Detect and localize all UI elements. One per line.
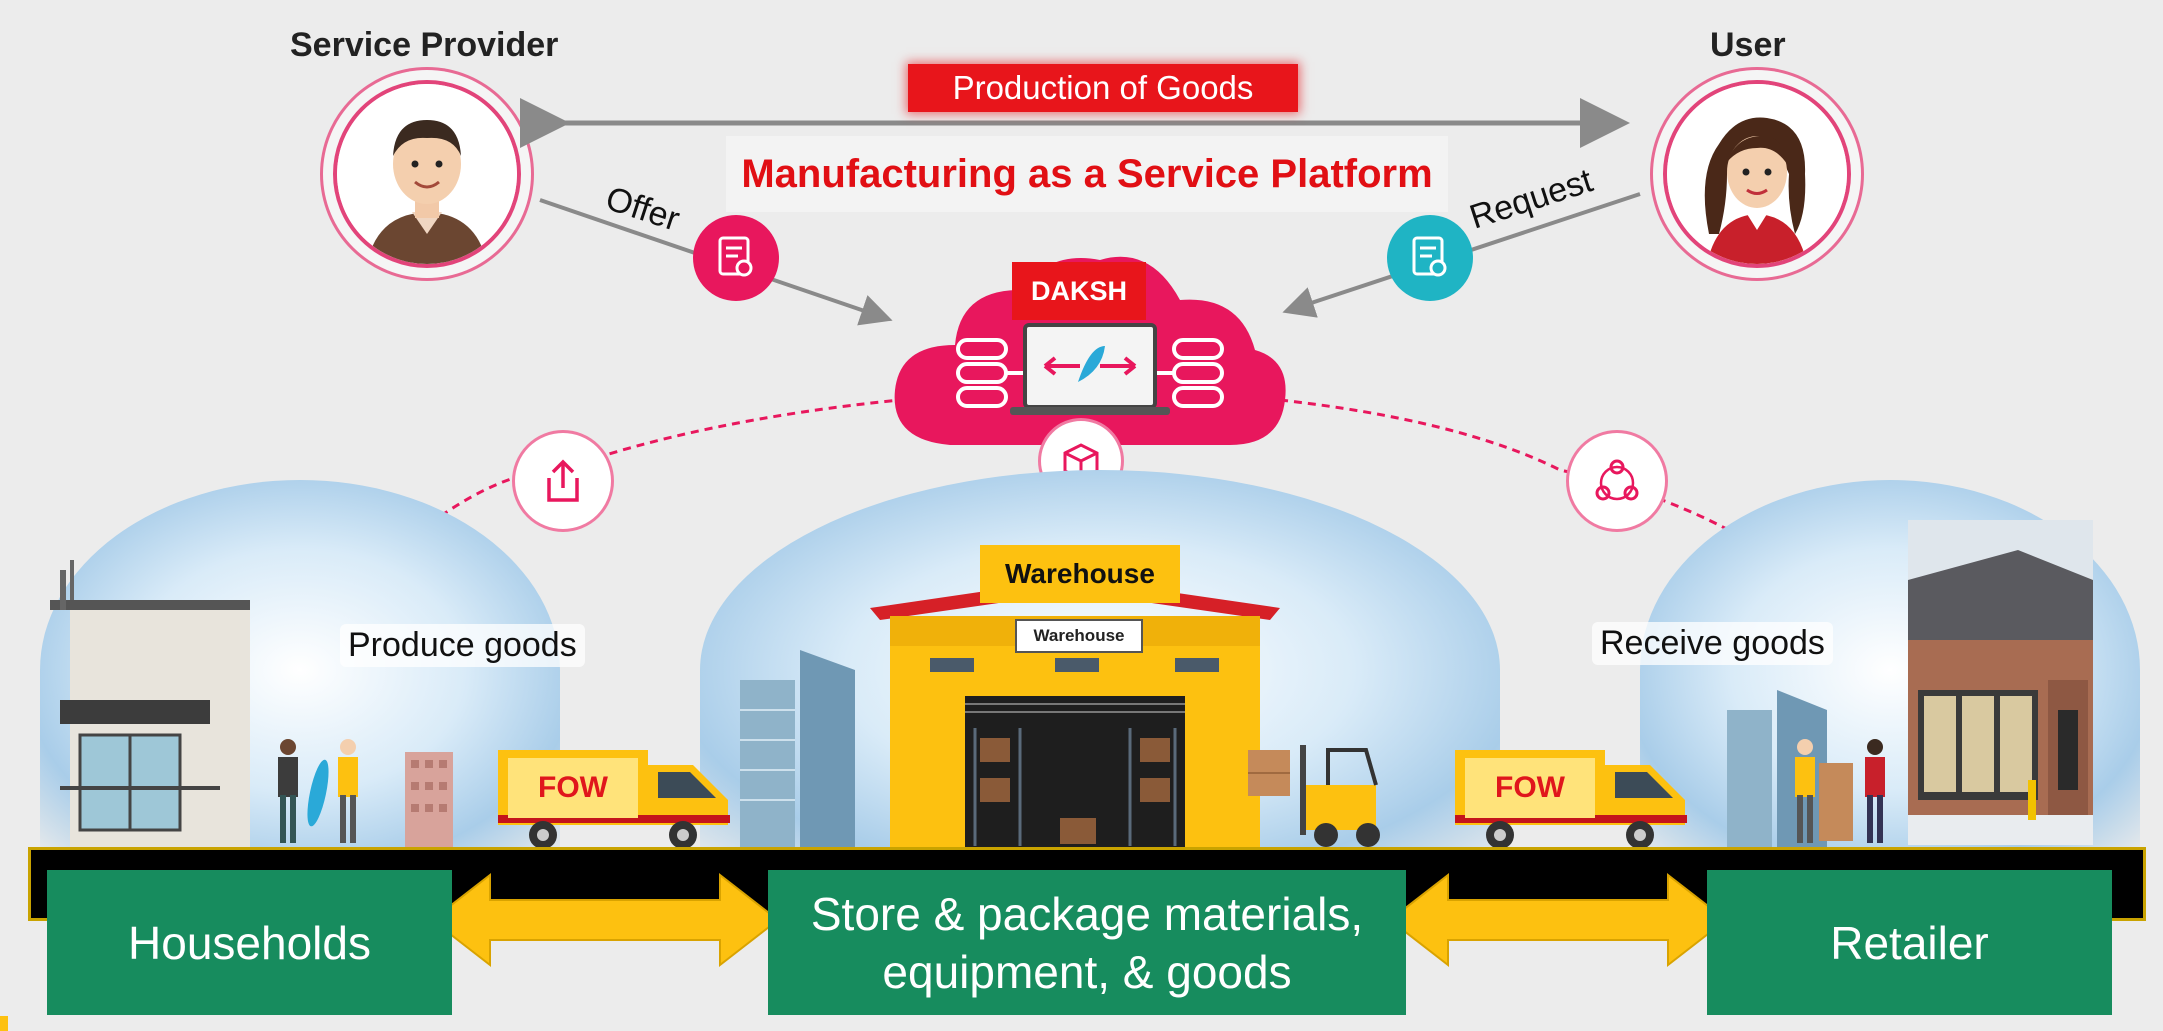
produce-goods-label: Produce goods <box>340 624 585 667</box>
corner-accent <box>0 1016 8 1031</box>
warehouse-sign: Warehouse <box>1015 619 1143 653</box>
upload-icon <box>512 430 614 532</box>
retail-storefront-photo <box>1908 520 2093 845</box>
service-provider-avatar <box>333 80 521 268</box>
store-package-box: Store & package materials, equipment, & … <box>768 870 1406 1015</box>
store-package-line2: equipment, & goods <box>882 945 1292 998</box>
left-truck-label-panel: FOW <box>508 758 638 818</box>
warehouse-tag: Warehouse <box>980 545 1180 603</box>
city-towers-left-illustration <box>740 650 855 850</box>
service-provider-label: Service Provider <box>290 26 559 64</box>
right-truck-label-panel: FOW <box>1465 758 1595 818</box>
left-truck-fow-label: FOW <box>538 771 608 804</box>
production-banner: Production of Goods <box>908 64 1298 112</box>
offer-document-icon <box>693 215 779 301</box>
people-exchange-illustration <box>278 739 358 843</box>
retailer-box: Retailer <box>1707 870 2112 1015</box>
forklift-illustration <box>1248 745 1380 847</box>
user-avatar <box>1663 80 1851 268</box>
user-label: User <box>1710 26 1786 64</box>
daksh-label: DAKSH <box>1012 262 1146 320</box>
households-label: Households <box>128 916 371 969</box>
background-tower-illustration <box>405 752 453 847</box>
cloud-platform-icon <box>894 256 1286 445</box>
store-package-line1: Store & package materials, <box>810 887 1364 940</box>
receive-goods-label: Receive goods <box>1592 622 1833 665</box>
network-users-icon <box>1566 430 1668 532</box>
platform-title: Manufacturing as a Service Platform <box>726 136 1448 212</box>
request-document-icon <box>1387 215 1473 301</box>
retailer-label: Retailer <box>1830 916 1989 969</box>
retail-customers-illustration <box>1795 739 1885 843</box>
house-building-illustration <box>50 560 250 850</box>
households-box: Households <box>47 870 452 1015</box>
right-truck-fow-label: FOW <box>1495 771 1565 804</box>
